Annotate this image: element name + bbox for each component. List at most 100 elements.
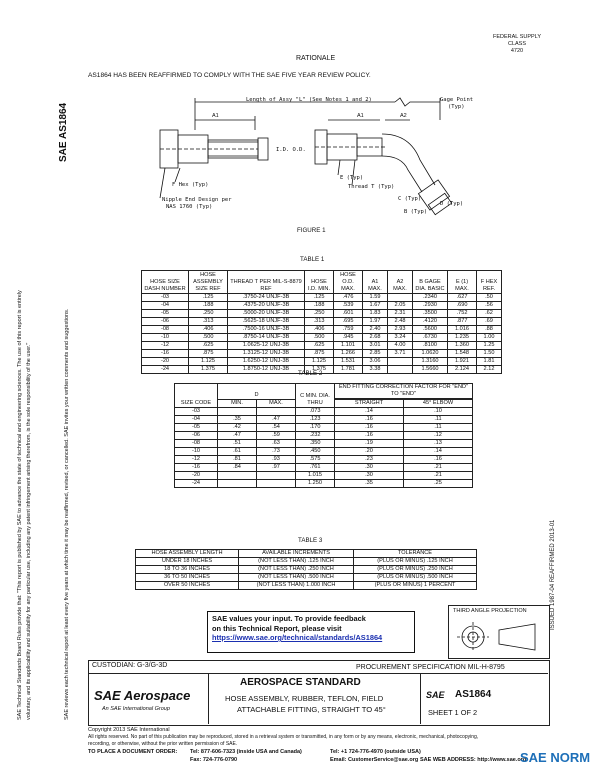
t1-cell: .2930: [412, 301, 448, 310]
t2-cell: 1.015: [295, 471, 335, 480]
table2-title: TABLE 2: [298, 370, 323, 377]
t3-cell: (NOT LESS THAN) .125 INCH: [238, 557, 354, 566]
side-notice-3: SAE reviews each technical report at lea…: [64, 308, 70, 720]
t1-cell: .6730: [412, 333, 448, 342]
t2-cell: .59: [256, 431, 296, 440]
web-address: SAE WEB ADDRESS: http://www.sae.org: [420, 757, 527, 763]
t2-cell: .30: [334, 463, 404, 472]
supply-class-number: 4720: [510, 48, 524, 54]
t1-cell: .406: [188, 325, 228, 334]
t3-cell: (NOT LESS THAN) .500 INCH: [238, 573, 354, 582]
t1-cell: 1.50: [476, 349, 502, 358]
t2-cell: .170: [295, 423, 335, 432]
table-row: 18 TO 36 INCHES(NOT LESS THAN) .250 INCH…: [135, 565, 477, 574]
t2-max-header: MAX.: [256, 399, 296, 408]
sheet-number: SHEET 1 OF 2: [428, 708, 478, 717]
t3-cell: 18 TO 36 INCHES: [135, 565, 239, 574]
t1-cell: 1.00: [476, 333, 502, 342]
t1-cell: 1.3160: [412, 357, 448, 366]
t1-cell: .539: [333, 301, 363, 310]
table-row: OVER 50 INCHES(NOT LESS THAN) 1.000 INCH…: [135, 581, 477, 590]
t2-cell: .42: [217, 423, 257, 432]
t3-cell: 36 TO 50 INCHES: [135, 573, 239, 582]
order-label: TO PLACE A DOCUMENT ORDER:: [88, 749, 178, 755]
t1-cell: .877: [447, 317, 477, 326]
t1-cell: 1.5660: [412, 365, 448, 374]
t1-cell: 3.38: [362, 365, 388, 374]
t2-cell: .761: [295, 463, 335, 472]
t1-cell: .5625-18 UNJF-3B: [227, 317, 305, 326]
t2-cell: [256, 407, 296, 416]
t1-cell: .8750-14 UNJF-3B: [227, 333, 305, 342]
t1-cell: 2.12: [476, 365, 502, 374]
t1-header: B GAGE DIA. BASIC: [412, 270, 448, 294]
table-row: -03.073.14.10: [174, 407, 473, 416]
table-row: -12.81.93.575.23.16: [174, 455, 473, 464]
c-typ-label: C (Typ): [398, 196, 422, 202]
t1-cell: 1.0620: [412, 349, 448, 358]
t2-cell: .19: [334, 439, 404, 448]
t1-cell: .695: [333, 317, 363, 326]
t1-cell: -16: [141, 349, 189, 358]
t3-header: AVAILABLE INCREMENTS: [238, 549, 354, 558]
t2-cell: .35: [217, 415, 257, 424]
t1-cell: 3.24: [387, 333, 413, 342]
b-typ-label: B (Typ): [404, 209, 428, 215]
id-od-label: I.D. O.D.: [276, 147, 306, 153]
t2-cell: .84: [217, 463, 257, 472]
t1-cell: .2340: [412, 293, 448, 302]
t2-cell: .13: [403, 439, 473, 448]
t1-cell: .50: [476, 293, 502, 302]
table-2: SIZE CODE D C MIN. DIA. THRU END FITTING…: [174, 383, 473, 488]
t2-cell: -16: [174, 463, 218, 472]
t1-cell: .625: [304, 341, 334, 350]
t1-header: THREAD T PER MIL-S-8879 REF: [227, 270, 305, 294]
t1-cell: 1.81: [476, 357, 502, 366]
rationale-title: RATIONALE: [296, 55, 336, 62]
t1-cell: 1.83: [362, 309, 388, 318]
t2-cell: .21: [403, 463, 473, 472]
t1-cell: -05: [141, 309, 189, 318]
t1-cell: [387, 357, 413, 366]
t1-cell: 1.266: [333, 349, 363, 358]
sae-aerospace-logo: SAE Aerospace: [94, 688, 191, 703]
t1-cell: .3750-24 UNJF-3B: [227, 293, 305, 302]
t1-cell: .3500: [412, 309, 448, 318]
t2-cell: .232: [295, 431, 335, 440]
table-row: -08.51.63.350.19.13: [174, 439, 473, 448]
t1-cell: .62: [476, 309, 502, 318]
t1-cell: 2.31: [387, 309, 413, 318]
t1-header: E (1) MAX.: [447, 270, 477, 294]
t2-cell: [217, 407, 257, 416]
t1-cell: 3.01: [362, 341, 388, 350]
side-logo: SAE AS1864: [58, 102, 69, 162]
t1-cell: .69: [476, 317, 502, 326]
t1-cell: 2.68: [362, 333, 388, 342]
feedback-line-1: SAE values your input. To provide feedba…: [212, 614, 366, 623]
standard-title: AEROSPACE STANDARD: [240, 677, 361, 688]
t2-cell: .97: [256, 463, 296, 472]
t2-cell: .51: [217, 439, 257, 448]
t1-cell: 1.781: [333, 365, 363, 374]
t2-cell: .16: [334, 415, 404, 424]
t3-cell: (PLUS OR MINUS) 1 PERCENT: [353, 581, 477, 590]
side-notice-2: voluntary, and its applicability and sui…: [26, 342, 32, 720]
rights-1: All rights reserved. No part of this pub…: [88, 734, 479, 740]
t1-cell: 2.05: [387, 301, 413, 310]
t1-cell: 1.548: [447, 349, 477, 358]
t1-cell: 1.97: [362, 317, 388, 326]
t1-cell: .476: [333, 293, 363, 302]
sae-mark: SAE: [426, 690, 445, 700]
nas-label: NAS 1760 (Typ): [166, 204, 213, 210]
feedback-link[interactable]: https://www.sae.org/technical/standards/…: [212, 633, 383, 642]
projection-symbol-icon: [457, 622, 536, 652]
figure-1-drawing: [159, 97, 453, 216]
t1-cell: .500: [188, 333, 228, 342]
